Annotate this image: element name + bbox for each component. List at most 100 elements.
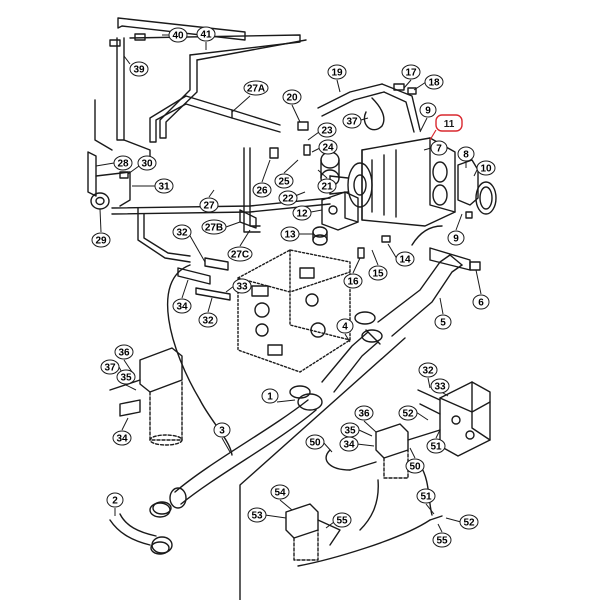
svg-text:34: 34 xyxy=(176,302,188,313)
callout-52-inset: 52 xyxy=(398,405,429,421)
callout-23: 23 xyxy=(307,122,337,141)
svg-text:12: 12 xyxy=(296,209,308,220)
callout-16: 16 xyxy=(343,257,363,289)
svg-text:50: 50 xyxy=(409,462,421,473)
callout-54: 54 xyxy=(270,484,293,511)
callout-17: 17 xyxy=(401,64,421,89)
svg-text:8: 8 xyxy=(463,150,469,161)
svg-text:27C: 27C xyxy=(231,250,249,261)
svg-text:27B: 27B xyxy=(205,223,223,234)
callout-12: 12 xyxy=(292,205,323,221)
callout-22: 22 xyxy=(278,190,306,206)
svg-text:36: 36 xyxy=(358,409,370,420)
inset-frame xyxy=(239,337,406,600)
callout-55-upper: 55 xyxy=(325,512,352,529)
callout-1: 1 xyxy=(261,388,296,404)
callout-52-bottom: 52 xyxy=(445,514,479,530)
svg-text:52: 52 xyxy=(463,518,475,529)
callout-9-top: 9 xyxy=(419,102,437,133)
svg-text:9: 9 xyxy=(453,234,459,245)
callout-8: 8 xyxy=(457,146,475,168)
svg-text:37: 37 xyxy=(104,363,116,374)
coupling-8 xyxy=(457,159,497,215)
svg-text:27A: 27A xyxy=(247,84,265,95)
svg-text:40: 40 xyxy=(172,31,184,42)
callout-55-lower: 55 xyxy=(432,523,452,548)
callout-10: 10 xyxy=(473,160,496,177)
svg-text:17: 17 xyxy=(405,68,417,79)
callout-2: 2 xyxy=(106,492,124,516)
svg-text:28: 28 xyxy=(117,159,129,170)
callout-11-highlighted: 11 xyxy=(429,114,463,141)
callout-4: 4 xyxy=(336,318,354,343)
callout-7: 7 xyxy=(423,140,448,156)
svg-text:34: 34 xyxy=(116,434,128,445)
callout-27b: 27B xyxy=(201,219,241,235)
svg-text:22: 22 xyxy=(282,194,294,205)
tube-41 xyxy=(94,17,307,159)
hose-2 xyxy=(109,502,173,554)
svg-text:23: 23 xyxy=(321,126,333,137)
callout-14: 14 xyxy=(387,243,415,267)
callout-35-left: 35 xyxy=(116,369,137,391)
svg-text:15: 15 xyxy=(372,269,384,280)
svg-text:52: 52 xyxy=(402,409,414,420)
callout-35-inset: 35 xyxy=(340,422,373,438)
svg-text:10: 10 xyxy=(480,164,492,175)
callout-5: 5 xyxy=(434,297,452,330)
svg-text:16: 16 xyxy=(347,277,359,288)
svg-text:36: 36 xyxy=(118,348,130,359)
callout-33-inset: 33 xyxy=(430,378,450,397)
callout-15: 15 xyxy=(368,249,388,281)
callout-34-upper: 34 xyxy=(172,279,192,314)
svg-text:32: 32 xyxy=(422,366,434,377)
callout-33-upper: 33 xyxy=(225,278,252,294)
clamps xyxy=(150,311,376,555)
svg-text:5: 5 xyxy=(440,318,446,329)
callout-50-inset-left: 50 xyxy=(305,434,333,453)
svg-text:33: 33 xyxy=(434,382,446,393)
callout-39: 39 xyxy=(123,55,149,77)
svg-text:53: 53 xyxy=(251,511,263,522)
svg-text:1: 1 xyxy=(267,392,273,403)
svg-text:24: 24 xyxy=(322,143,334,154)
svg-text:29: 29 xyxy=(95,236,107,247)
svg-text:54: 54 xyxy=(274,488,286,499)
callout-51-bottom: 51 xyxy=(416,488,436,515)
callout-30: 30 xyxy=(127,155,157,175)
svg-text:51: 51 xyxy=(420,492,432,503)
control-valve xyxy=(237,249,351,373)
callout-18: 18 xyxy=(413,74,444,91)
inset-filter xyxy=(325,423,441,479)
callout-27a: 27A xyxy=(231,80,269,113)
svg-text:39: 39 xyxy=(133,65,145,76)
callout-51-inset: 51 xyxy=(426,429,446,454)
inset-filter-bottom xyxy=(285,464,443,567)
svg-text:7: 7 xyxy=(436,144,442,155)
callout-28: 28 xyxy=(95,155,133,171)
callout-40: 40 xyxy=(162,27,188,43)
svg-text:31: 31 xyxy=(158,182,170,193)
svg-text:50: 50 xyxy=(309,438,321,449)
tube-27a xyxy=(149,95,281,143)
callout-34-inset: 34 xyxy=(339,436,375,452)
svg-text:4: 4 xyxy=(342,322,348,333)
svg-text:6: 6 xyxy=(478,298,484,309)
svg-text:55: 55 xyxy=(436,536,448,547)
svg-text:34: 34 xyxy=(343,440,355,451)
callout-27c: 27C xyxy=(227,229,253,262)
callout-27: 27 xyxy=(199,189,219,213)
callout-53: 53 xyxy=(247,507,287,523)
callout-34-left: 34 xyxy=(112,417,132,446)
callout-29: 29 xyxy=(91,208,111,248)
small-fittings xyxy=(109,33,481,271)
svg-text:55: 55 xyxy=(336,516,348,527)
svg-text:9: 9 xyxy=(425,106,431,117)
callout-37-top: 37 xyxy=(342,113,369,129)
callout-21: 21 xyxy=(317,169,337,194)
svg-text:32: 32 xyxy=(176,228,188,239)
svg-text:13: 13 xyxy=(284,230,296,241)
svg-text:21: 21 xyxy=(321,182,333,193)
svg-text:32: 32 xyxy=(202,316,214,327)
